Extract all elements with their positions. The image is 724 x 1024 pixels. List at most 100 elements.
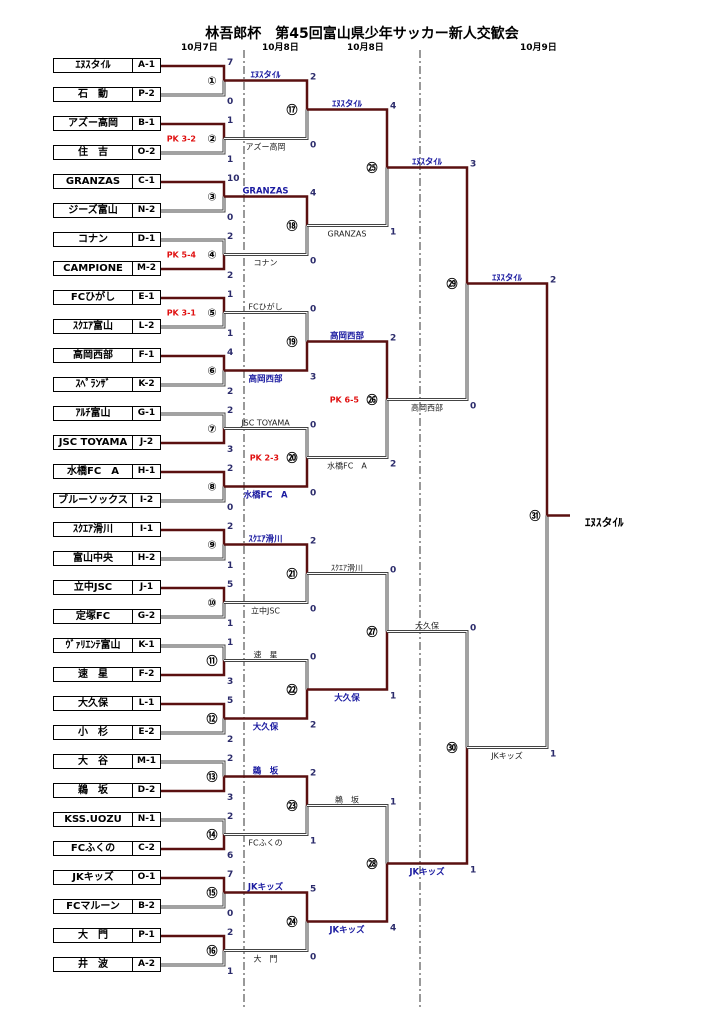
score-top: 2 <box>227 928 233 938</box>
team-code: G-1 <box>132 407 160 420</box>
match-number: ⑫ <box>207 712 218 726</box>
pk-score: PK 5-4 <box>167 251 197 260</box>
score-top: 5 <box>227 580 233 590</box>
score-bottom: 0 <box>310 257 316 267</box>
team-code: E-2 <box>132 726 160 739</box>
advancing-team: 高岡西部 <box>248 374 283 385</box>
team-code: J-1 <box>132 581 160 594</box>
team-name: FCマルーン <box>66 901 120 912</box>
team-code: K-1 <box>132 639 160 652</box>
match-number: ㉘ <box>367 857 378 871</box>
pk-score: PK 6-5 <box>330 396 360 405</box>
score-top: 2 <box>310 73 316 83</box>
team-code: P-2 <box>132 88 160 101</box>
match-number: ㉛ <box>530 509 541 523</box>
eliminated-team: JKキッズ <box>490 751 523 761</box>
winner-line <box>161 528 226 545</box>
score-top: 5 <box>310 885 316 895</box>
winner-line <box>224 195 309 226</box>
team-name: アズー高岡 <box>68 118 118 129</box>
score-bottom: 2 <box>390 460 396 470</box>
winner-line <box>224 457 309 488</box>
team-name: 井 波 <box>78 959 108 970</box>
loser-line <box>387 630 469 748</box>
score-top: 3 <box>470 160 476 170</box>
team-code: N-2 <box>132 204 160 217</box>
score-bottom: 3 <box>227 677 233 687</box>
team-name: ｱﾙﾁ富山 <box>75 408 111 419</box>
score-top: 4 <box>227 348 233 358</box>
score-top: 4 <box>310 189 316 199</box>
eliminated-team: GRANZAS <box>328 230 367 239</box>
loser-line-inner <box>161 413 225 429</box>
winner-line <box>307 863 389 923</box>
loser-line <box>307 399 389 459</box>
score-bottom: 1 <box>227 619 233 629</box>
team-name: 大 門 <box>78 930 108 941</box>
team-box: 大 門 P-1 <box>53 928 161 943</box>
team-box: 立中JSC J-1 <box>53 580 161 595</box>
match-number: ⑤ <box>207 307 216 320</box>
eliminated-team: ｽｸｴｱ滑川 <box>331 563 363 573</box>
loser-line-inner <box>161 602 225 618</box>
loser-line-inner <box>161 892 225 908</box>
loser-line-inner <box>307 573 388 632</box>
loser-line-inner <box>387 631 468 748</box>
winner-line <box>161 934 226 951</box>
score-bottom: 0 <box>310 489 316 499</box>
advancing-team: JKキッズ <box>408 867 445 878</box>
score-bottom: 1 <box>227 329 233 339</box>
team-name: 立中JSC <box>73 582 113 593</box>
loser-line-inner <box>161 819 225 835</box>
loser-line-inner <box>224 312 308 342</box>
score-bottom: 3 <box>227 445 233 455</box>
team-code: I-1 <box>132 523 160 536</box>
match-number: ③ <box>207 191 216 204</box>
advancing-team: 大久保 <box>334 693 360 704</box>
score-bottom: 1 <box>470 866 476 876</box>
pk-score: PK 3-1 <box>167 309 197 318</box>
winner-line <box>161 296 226 313</box>
score-top: 2 <box>227 754 233 764</box>
team-name: 水橋FC A <box>67 466 119 477</box>
loser-line-inner <box>224 109 308 139</box>
advancing-team: GRANZAS <box>242 187 288 197</box>
eliminated-team: FCふくの <box>248 839 282 848</box>
winner-line <box>161 586 226 603</box>
team-code: A-1 <box>132 59 160 72</box>
team-code: P-1 <box>132 929 160 942</box>
team-name: ｽｸｴｱ滑川 <box>73 524 113 535</box>
team-name: 定塚FC <box>75 611 111 622</box>
eliminated-team: 鵜 坂 <box>335 795 359 805</box>
score-top: 0 <box>310 305 316 315</box>
pk-score: PK 3-2 <box>167 135 196 144</box>
match-number: ⑬ <box>207 770 218 784</box>
match-number: ㉚ <box>447 741 458 755</box>
team-code: N-1 <box>132 813 160 826</box>
score-bottom: 0 <box>227 97 233 107</box>
score-top: 2 <box>227 812 233 822</box>
team-code: L-1 <box>132 697 160 710</box>
eliminated-team: 大 門 <box>254 954 278 964</box>
loser-line-inner <box>161 645 225 661</box>
team-name: ｽﾍﾟﾗﾝｻﾞ <box>75 379 111 390</box>
score-bottom: 2 <box>227 735 233 745</box>
loser-line <box>307 167 389 227</box>
score-bottom: 3 <box>310 373 316 383</box>
team-name: 住 吉 <box>78 147 108 158</box>
advancing-team: ｴﾇｽタｲﾙ <box>332 99 363 110</box>
winner-line <box>224 891 309 922</box>
advancing-team: 大久保 <box>253 722 279 733</box>
score-top: 1 <box>227 290 233 300</box>
team-name: GRANZAS <box>65 176 121 187</box>
